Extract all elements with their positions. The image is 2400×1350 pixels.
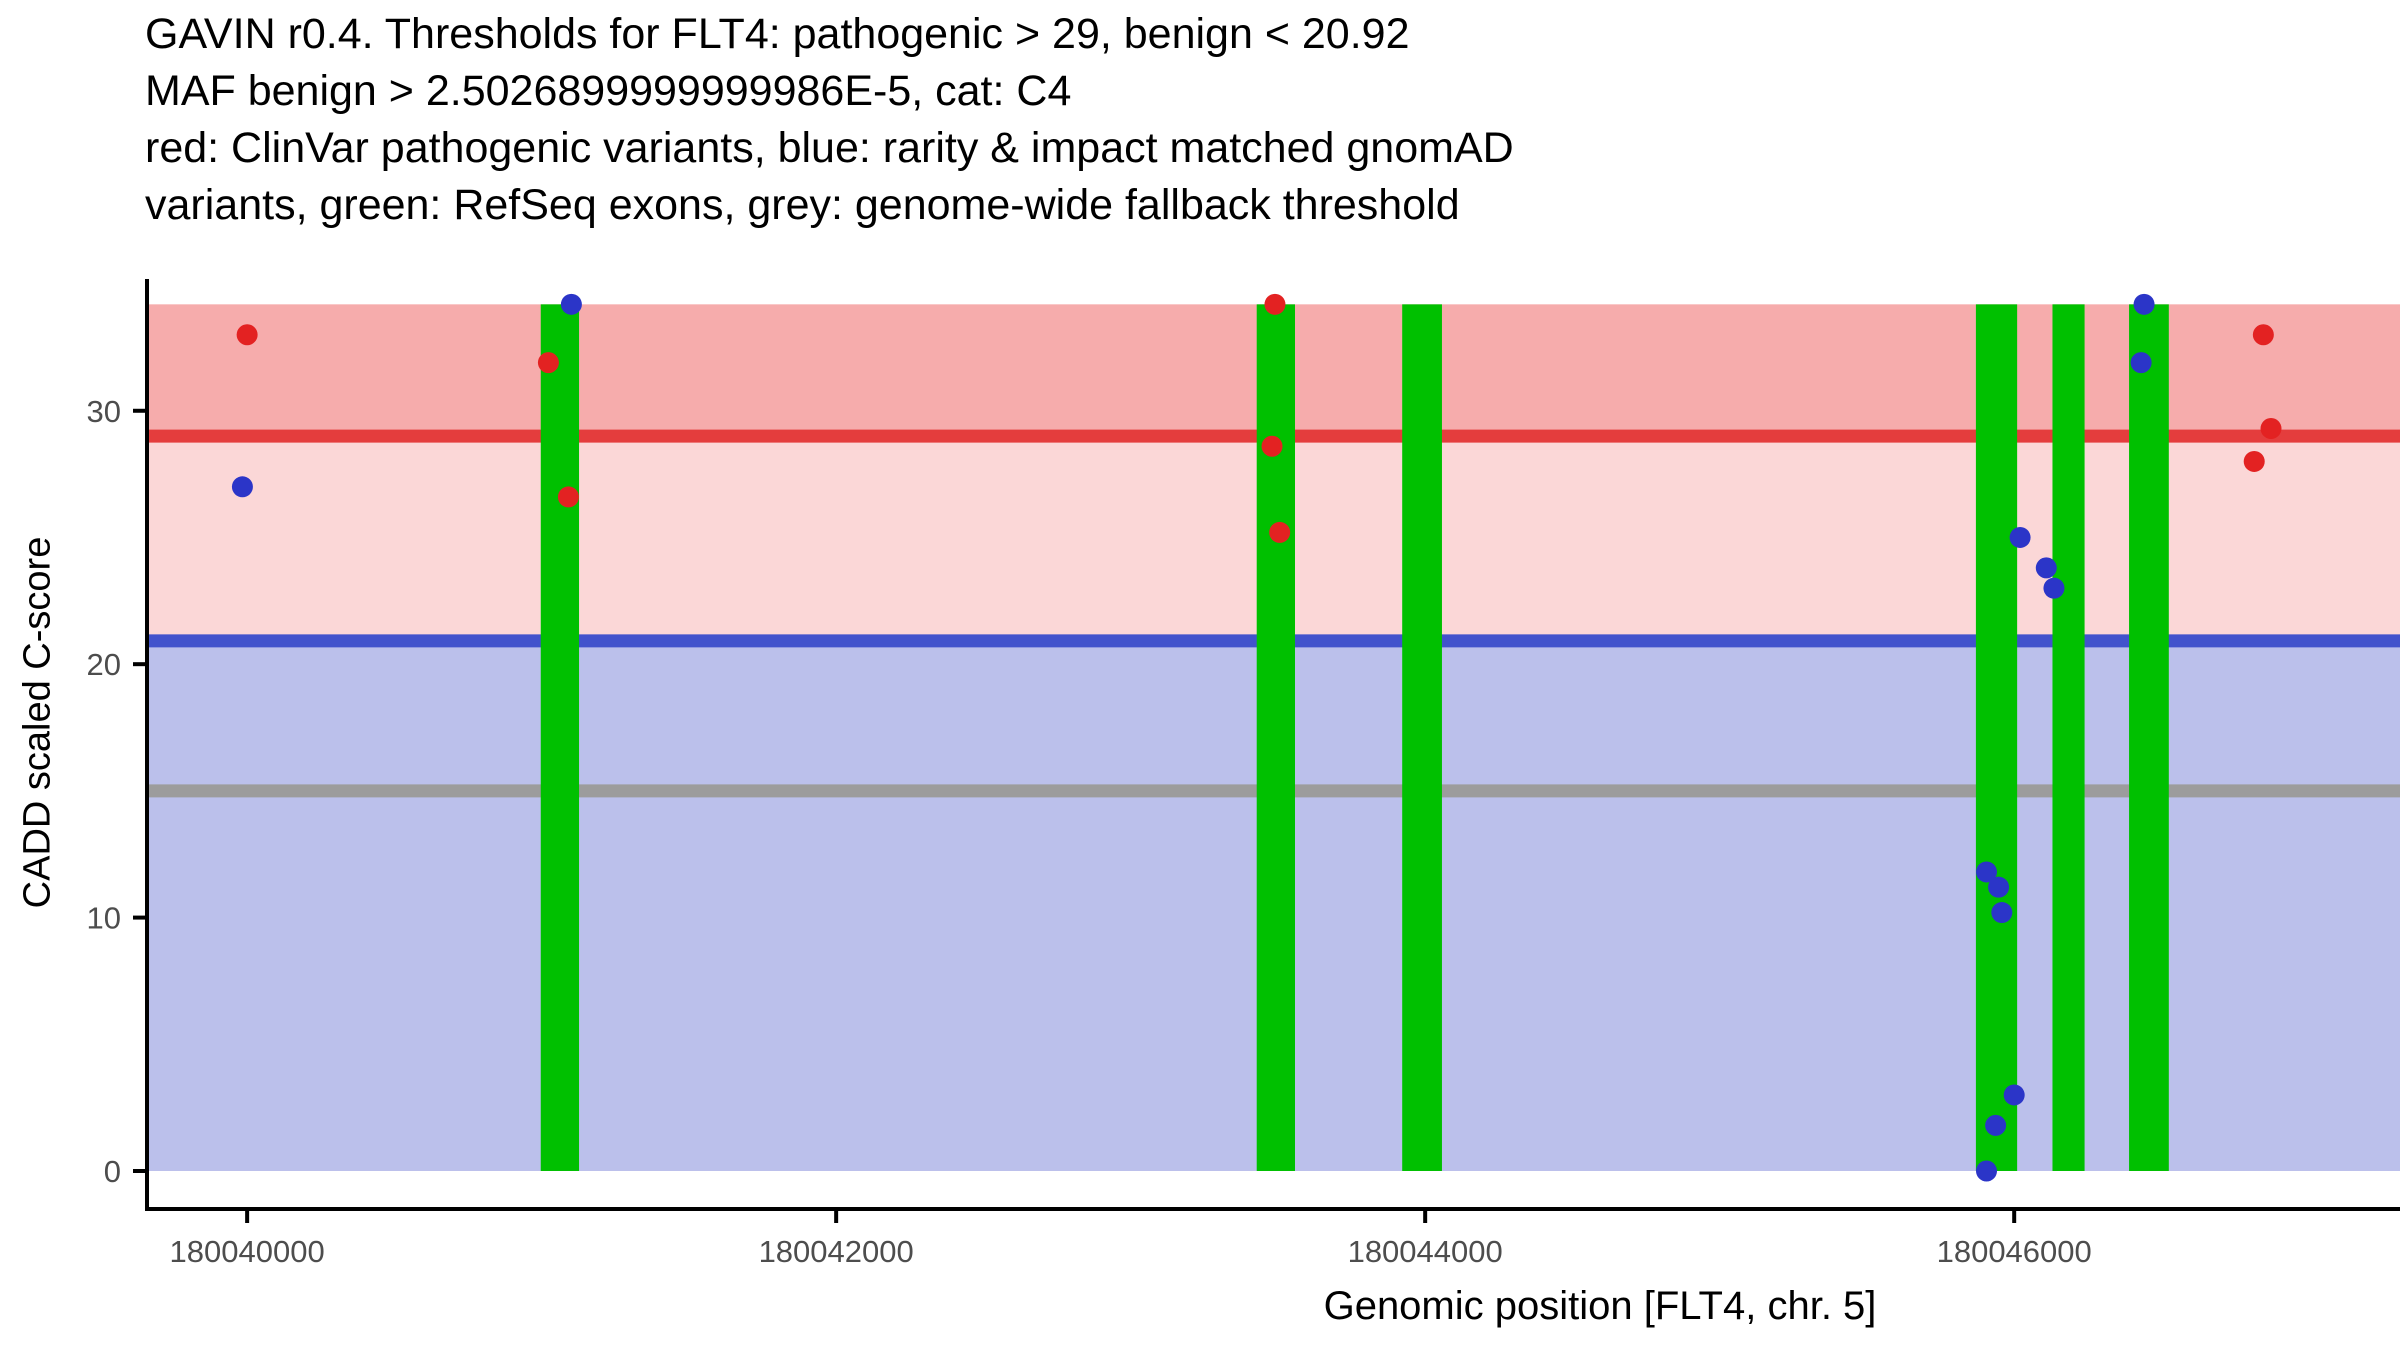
gnomad-matched-variant-point (231, 476, 253, 498)
title-line-2: MAF benign > 2.5026899999999986E-5, cat:… (145, 67, 1072, 115)
clinvar-pathogenic-variant-point (1264, 293, 1286, 315)
clinvar-pathogenic-variant-point (2243, 450, 2265, 472)
gnomad-matched-variant-point (2035, 557, 2057, 579)
x-tick-label: 180040000 (170, 1234, 325, 1269)
clinvar-pathogenic-variant-point (537, 352, 559, 374)
x-tick-label: 180042000 (759, 1234, 914, 1269)
refseq-exon-bar (2129, 304, 2169, 1171)
y-tick-label: 0 (104, 1154, 121, 1189)
clinvar-pathogenic-variant-point (557, 486, 579, 508)
x-tick-label: 180046000 (1937, 1234, 2092, 1269)
refseq-exon-bar (1402, 304, 1442, 1171)
refseq-exon-bar (540, 304, 580, 1171)
gnomad-matched-variant-point (2009, 526, 2031, 548)
clinvar-pathogenic-variant-point (236, 324, 258, 346)
refseq-exon-bar (2052, 304, 2085, 1171)
gnomad-matched-variant-point (1985, 1114, 2007, 1136)
gnomad-matched-variant-point (1976, 1160, 1998, 1182)
title-line-3: red: ClinVar pathogenic variants, blue: … (145, 124, 1514, 172)
clinvar-pathogenic-variant-point (2260, 418, 2282, 440)
clinvar-pathogenic-variant-point (2252, 324, 2274, 346)
refseq-exon-bar (1256, 304, 1295, 1171)
gnomad-matched-variant-point (2043, 577, 2065, 599)
gnomad-matched-variant-point (1988, 876, 2010, 898)
y-tick-label: 20 (87, 647, 121, 682)
gnomad-matched-variant-point (560, 293, 582, 315)
gnomad-matched-variant-point (2003, 1084, 2025, 1106)
clinvar-pathogenic-variant-point (1269, 521, 1291, 543)
gnomad-matched-variant-point (1976, 861, 1998, 883)
plot-title: GAVIN r0.4. Thresholds for FLT4: pathoge… (145, 6, 1514, 234)
x-tick-label: 180044000 (1348, 1234, 1503, 1269)
gnomad-matched-variant-point (2130, 352, 2152, 374)
y-tick-label: 30 (87, 394, 121, 429)
y-axis-title: CADD scaled C-score (16, 536, 59, 909)
x-axis-title: Genomic position [FLT4, chr. 5] (1323, 1284, 1877, 1328)
gnomad-matched-variant-point (2133, 293, 2155, 315)
title-line-1: GAVIN r0.4. Thresholds for FLT4: pathoge… (145, 10, 1410, 58)
y-tick-label: 10 (87, 901, 121, 936)
clinvar-pathogenic-variant-point (1261, 435, 1283, 457)
title-line-4: variants, green: RefSeq exons, grey: gen… (145, 181, 1460, 229)
refseq-exon-bar (1975, 304, 2018, 1171)
gnomad-matched-variant-point (1991, 902, 2013, 924)
